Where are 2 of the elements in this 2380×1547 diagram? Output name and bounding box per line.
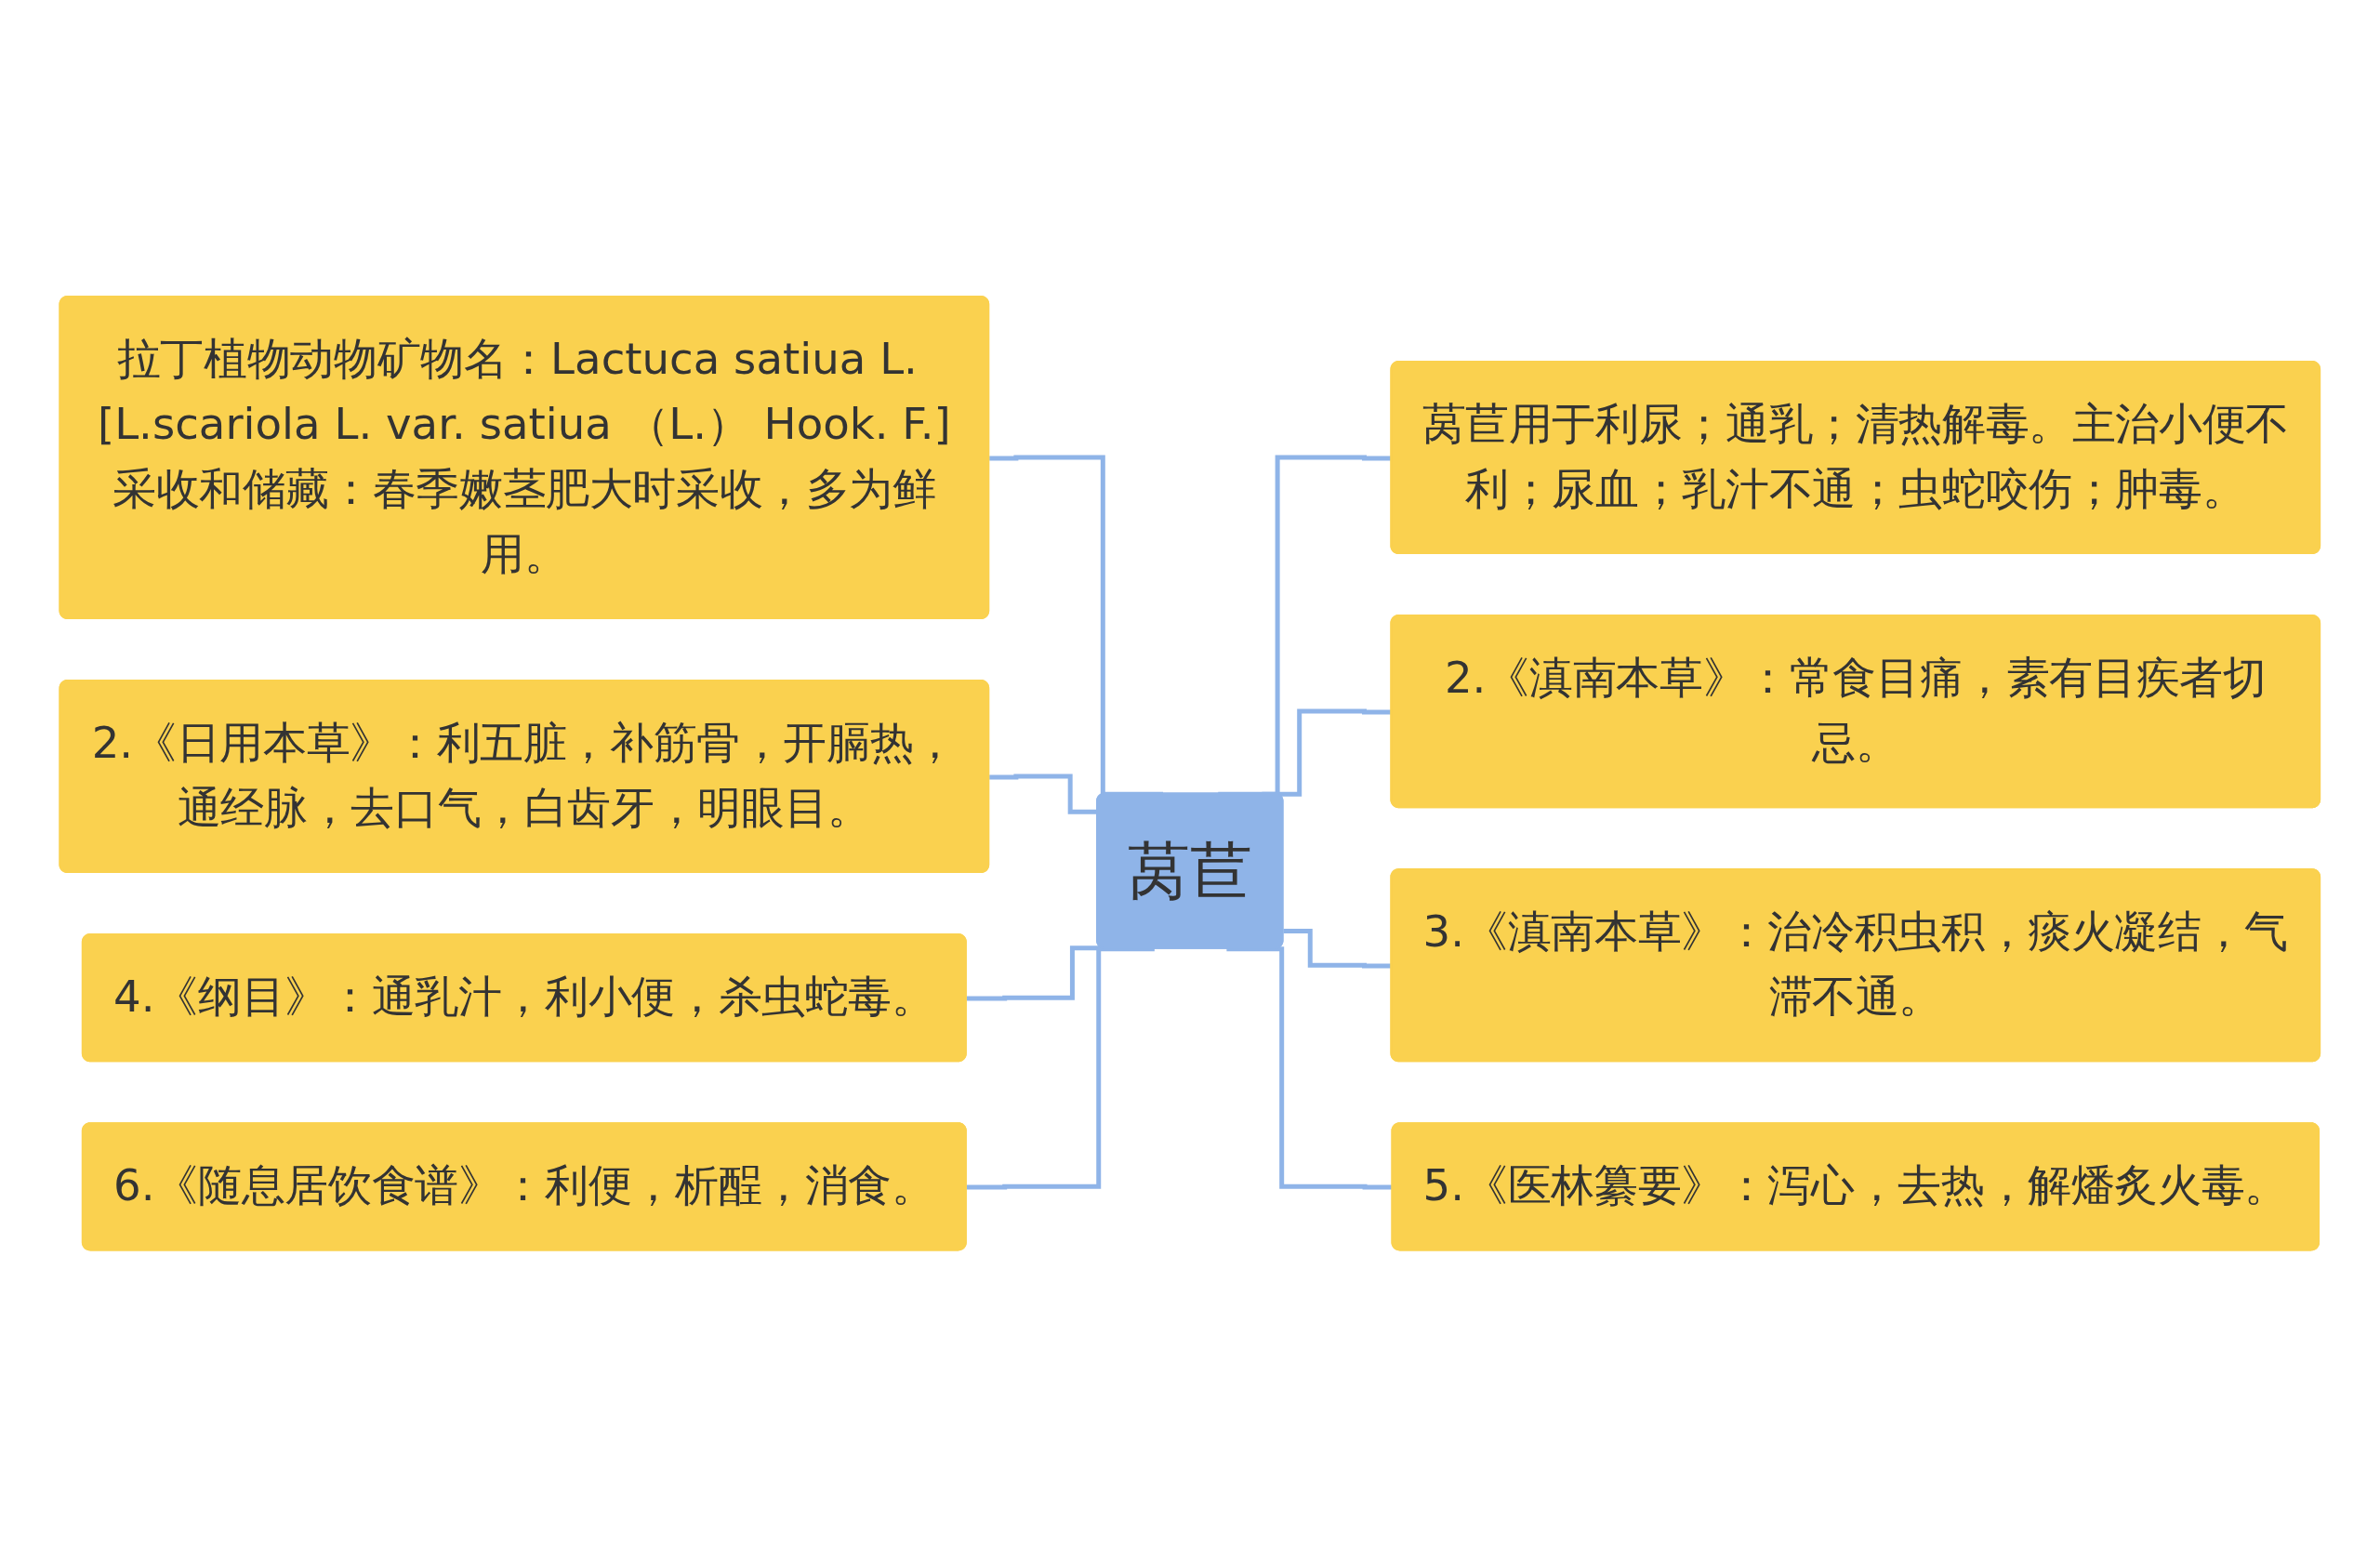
connector [989, 774, 1098, 815]
connector [967, 946, 1156, 1190]
